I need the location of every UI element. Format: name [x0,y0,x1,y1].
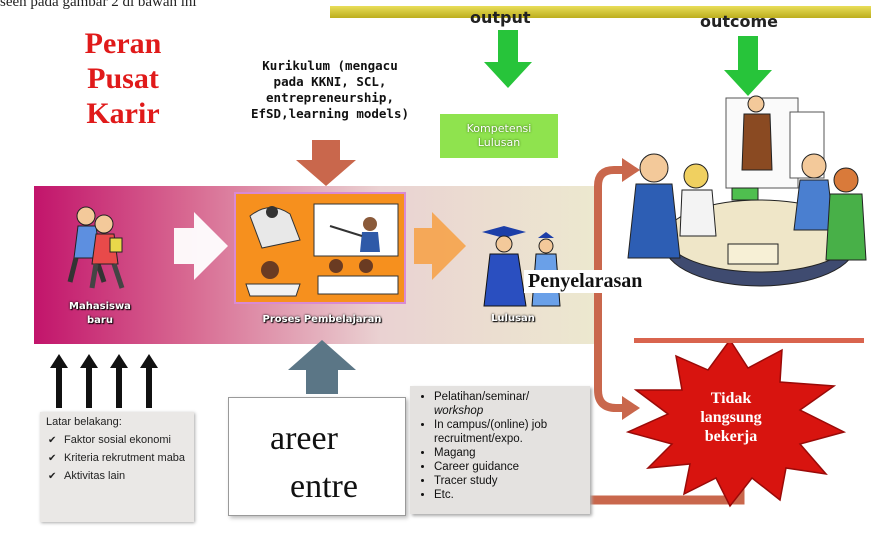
kompetensi-line: Lulusan [477,136,521,149]
tidak-line: Tidak [710,390,752,407]
divider-line [634,338,864,343]
penyelarasan-label: Penyelarasan [524,270,647,293]
tidak-line: langsung [700,409,762,426]
tidak-starburst [625,338,847,508]
background-item: Kriteria rekrutment maba [46,452,194,465]
career-centre-text-top: areer [270,420,338,457]
flow-arrow-1 [174,212,228,280]
mahasiswa-line: baru [87,315,113,326]
activities-box: Pelatihan/seminar/workshop In campus/(on… [410,386,590,514]
kurikulum-text: Kurikulum (mengacu pada KKNI, SCL, entre… [230,58,430,122]
tidak-langsung-bekerja-text: Tidak langsung bekerja [676,389,786,446]
latar-belakang-title: Latar belakang: [46,416,122,428]
kompetensi-line: Kompetensi [466,122,532,135]
mahasiswa-line: Mahasiswa [69,301,131,312]
kurikulum-line: pada KKNI, SCL, [273,74,387,89]
background-item: Faktor sosial ekonomi [46,434,194,447]
outcome-label: outcome [700,12,779,31]
process-box [234,192,406,304]
outcome-arrow [724,36,772,96]
activity-item: Pelatihan/seminar/workshop [434,390,590,418]
activity-item: Etc. [434,488,590,502]
activity-item: Career guidance [434,460,590,474]
background-item: Aktivitas lain [46,470,194,483]
proses-pembelajaran-label: Proses Pembelajaran [262,314,382,325]
header-bar [330,6,871,18]
activity-item: Tracer study [434,474,590,488]
activity-italic: workshop [434,405,484,417]
background-arrows [50,354,158,408]
students-walking-icon [67,206,125,289]
activity-item: In campus/(online) job recruitment/expo. [434,418,590,446]
career-up-arrow [288,340,356,394]
mahasiswa-baru-label: Mahasiswa baru [60,300,140,328]
page-title: Peran Pusat Karir [48,26,198,131]
classroom-learning-icon [245,203,399,297]
activity-item: Magang [434,446,590,460]
output-label: output [470,8,531,27]
meeting-group-icon [627,95,867,287]
kompetensi-lulusan-box: Kompetensi Lulusan [440,114,558,158]
flow-arrow-2 [414,212,466,280]
kurikulum-arrow [296,140,356,186]
title-line: Karir [86,97,160,130]
lulusan-label: Lulusan [491,313,535,324]
penyelarasan-arrows [594,166,624,412]
title-line: Pusat [87,62,159,95]
latar-belakang-box: Latar belakang: Faktor sosial ekonomi Kr… [40,412,194,522]
graduation-icon [482,226,561,307]
arrow-head-up [622,158,640,182]
output-arrow [484,30,532,88]
title-line: Peran [84,27,162,60]
kurikulum-line: entrepreneurship, [266,90,394,105]
tidak-line: bekerja [704,428,758,445]
top-caption: seen pada gambar 2 di bawah ini [0,0,197,10]
arrow-head-down [622,396,640,420]
kurikulum-line: Kurikulum (mengacu [262,58,398,73]
career-centre-box [228,397,406,516]
career-centre-text-bottom: entre [290,468,358,505]
kurikulum-line: EfSD,learning models) [250,106,410,121]
